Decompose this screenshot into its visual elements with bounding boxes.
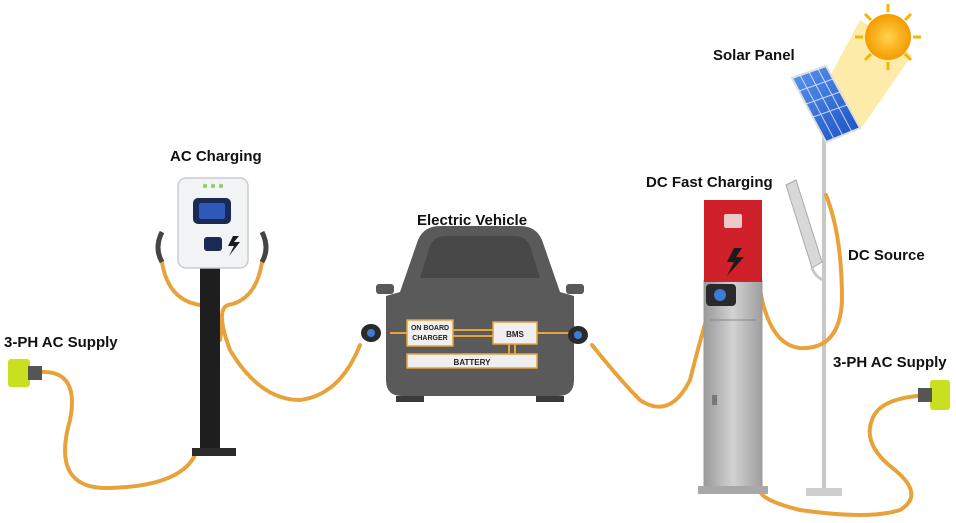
dc-fast-charging-label: DC Fast Charging <box>646 174 773 191</box>
electric-vehicle: ON BOARD CHARGER BMS BATTERY <box>361 226 588 402</box>
vehicle-connector-right <box>568 326 588 344</box>
vehicle-connector-left <box>361 324 381 342</box>
ac-charging-label: AC Charging <box>170 148 262 165</box>
battery-box <box>406 353 538 369</box>
cable-dc-source <box>758 193 845 351</box>
cable-ac-coil-right <box>220 260 362 403</box>
supply-label-right: 3-PH AC Supply <box>833 354 947 371</box>
solar-panel-icon <box>785 64 862 496</box>
supply-label-left: 3-PH AC Supply <box>4 334 118 351</box>
on-board-charger-box <box>406 319 454 347</box>
plug-icon-right <box>918 380 950 410</box>
sun-icon <box>855 4 921 70</box>
ac-charger-station <box>155 177 269 456</box>
on-board-charger-label-2: CHARGER <box>412 335 447 342</box>
dc-fast-charger-station <box>698 200 768 494</box>
power-cables <box>38 193 940 517</box>
electric-vehicle-label: Electric Vehicle <box>417 212 528 229</box>
plug-icon-left <box>8 359 42 387</box>
cable-ac-supply-right <box>758 393 940 517</box>
solar-panel-label: Solar Panel <box>713 47 795 64</box>
battery-label: BATTERY <box>454 358 492 367</box>
cable-ac-supply-left <box>38 369 197 491</box>
bms-label: BMS <box>506 330 524 339</box>
on-board-charger-label-1: ON BOARD <box>411 325 449 332</box>
cable-dc-coil <box>590 298 714 409</box>
dc-source-label: DC Source <box>848 247 925 264</box>
